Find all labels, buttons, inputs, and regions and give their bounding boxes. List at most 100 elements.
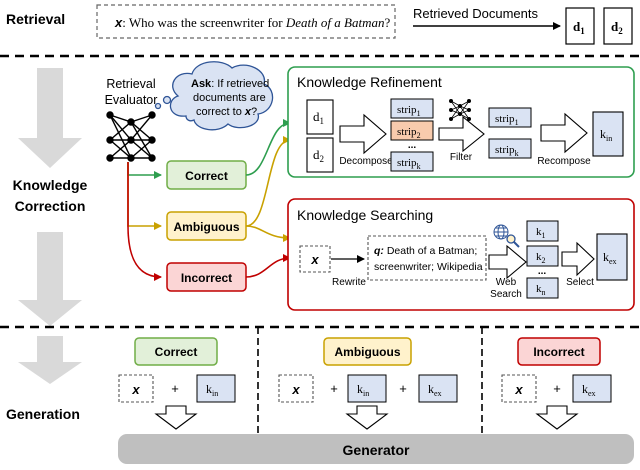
generation-down-arrow-2 xyxy=(345,405,389,430)
knowledge-refinement-panel xyxy=(287,66,635,178)
evaluator-thought-cloud xyxy=(154,61,274,131)
svg-text:x: x xyxy=(291,382,300,397)
plus-sign-4: + xyxy=(553,381,561,396)
svg-text:k2: k2 xyxy=(536,251,546,265)
filter-arrow xyxy=(438,115,485,153)
refinement-doc-2: d2 xyxy=(306,137,334,173)
strip-1: strip1 xyxy=(390,98,434,119)
search-result-1: k1 xyxy=(526,220,559,242)
decompose-arrow xyxy=(339,113,387,155)
svg-text:kex: kex xyxy=(582,382,596,398)
svg-text:Ambiguous: Ambiguous xyxy=(174,220,240,234)
rewritten-query-box xyxy=(367,235,487,281)
svg-text:kin: kin xyxy=(357,382,369,398)
knowledge-ex: kex xyxy=(596,233,628,281)
svg-text:d1: d1 xyxy=(573,19,585,36)
arrow-to-ambiguous xyxy=(127,162,162,230)
plus-sign-1: + xyxy=(171,381,179,396)
generation-input-x-3: x xyxy=(501,374,537,403)
retrieved-doc-2: d2 xyxy=(603,7,633,45)
svg-text:kex: kex xyxy=(603,250,617,266)
generation-k-in-1: kin xyxy=(196,374,236,403)
stage-label-correction-line2: Correction xyxy=(15,198,86,214)
svg-text:stripk: stripk xyxy=(495,144,519,158)
web-search-label-line1: Web xyxy=(496,277,517,288)
action-correct: Correct xyxy=(166,160,247,190)
cloud-line2: documents are xyxy=(193,92,266,104)
select-arrow xyxy=(561,241,595,277)
svg-text:Ambiguous: Ambiguous xyxy=(335,345,401,359)
svg-text:x: x xyxy=(310,252,319,267)
rewritten-query-line2: screenwriter; Wikipedia xyxy=(374,261,483,273)
arrow-incorrect-to-searching xyxy=(245,254,291,278)
svg-text:strip1: strip1 xyxy=(495,113,519,127)
svg-text:stripk: stripk xyxy=(397,157,421,171)
cloud-line1: Ask: If retrieved xyxy=(191,78,269,90)
generation-label-ambiguous: Ambiguous xyxy=(323,337,412,366)
recompose-arrow xyxy=(540,112,588,154)
evaluator-label-line2: Evaluator xyxy=(105,93,158,107)
action-ambiguous: Ambiguous xyxy=(166,211,247,241)
magnifier-icon xyxy=(506,234,520,248)
generation-input-x-1: x xyxy=(118,374,154,403)
filtered-strip-1: strip1 xyxy=(488,107,532,128)
search-result-2: k2 xyxy=(526,245,559,267)
generation-label-incorrect: Incorrect xyxy=(517,337,601,366)
generation-label-correct: Correct xyxy=(134,337,218,366)
svg-text:d2: d2 xyxy=(611,19,623,36)
svg-text:Correct: Correct xyxy=(155,345,198,359)
generation-k-ex-2: kex xyxy=(418,374,458,403)
stage-label-retrieval: Retrieval xyxy=(6,11,65,27)
decompose-label: Decompose xyxy=(339,156,393,167)
svg-text:kin: kin xyxy=(600,127,612,143)
filter-label: Filter xyxy=(450,152,473,163)
svg-text:Incorrect: Incorrect xyxy=(181,271,232,285)
strip-ellipsis: ... xyxy=(408,140,417,151)
svg-text:Correct: Correct xyxy=(185,169,228,183)
action-incorrect: Incorrect xyxy=(166,262,247,292)
stage-label-correction-line1: Knowledge xyxy=(13,177,88,193)
stage-flow-arrow xyxy=(18,68,82,384)
arrow-correct-to-refinement xyxy=(245,119,291,176)
svg-text:d2: d2 xyxy=(313,147,324,164)
generator-bar: Generator xyxy=(118,434,634,464)
svg-text:kin: kin xyxy=(206,382,218,398)
plus-sign-3: + xyxy=(399,381,407,396)
neural-network-icon xyxy=(106,111,156,162)
filter-network-icon xyxy=(448,99,471,122)
refinement-doc-1: d1 xyxy=(306,99,334,135)
generation-k-in-2: kin xyxy=(347,374,387,403)
knowledge-in: kin xyxy=(592,111,624,157)
knowledge-searching-title: Knowledge Searching xyxy=(297,207,433,223)
query-box xyxy=(96,4,396,39)
rewrite-label: Rewrite xyxy=(332,277,366,288)
arrow-to-correct xyxy=(127,162,162,179)
arrow-ambiguous-to-searching xyxy=(245,225,291,242)
svg-text:strip1: strip1 xyxy=(397,104,421,118)
strip-2: strip2 xyxy=(390,120,434,141)
web-search-label-line2: Search xyxy=(490,289,522,300)
strip-k: stripk xyxy=(390,151,434,172)
cloud-line3: correct to x? xyxy=(196,106,257,118)
svg-text:strip2: strip2 xyxy=(397,126,421,140)
svg-text:x: x xyxy=(131,382,140,397)
search-query-x: x xyxy=(299,245,331,273)
evaluator-label-line1: Retrieval xyxy=(106,77,155,91)
arrow-ambiguous-to-refinement xyxy=(245,136,291,227)
plus-sign-2: + xyxy=(330,381,338,396)
svg-text:Incorrect: Incorrect xyxy=(533,345,584,359)
svg-text:k1: k1 xyxy=(536,226,546,240)
svg-text:x: x xyxy=(514,382,523,397)
search-result-ellipsis: ... xyxy=(538,266,547,277)
globe-icon xyxy=(493,224,509,240)
query-text: x: Who was the screenwriter for Death of… xyxy=(114,15,390,30)
svg-text:d1: d1 xyxy=(313,109,324,126)
svg-text:kn: kn xyxy=(536,283,546,297)
web-search-arrow xyxy=(488,244,527,280)
search-result-n: kn xyxy=(526,277,559,299)
knowledge-refinement-title: Knowledge Refinement xyxy=(297,74,442,90)
generation-input-x-2: x xyxy=(278,374,314,403)
retrieved-doc-1: d1 xyxy=(565,7,595,45)
generation-down-arrow-3 xyxy=(535,405,579,430)
